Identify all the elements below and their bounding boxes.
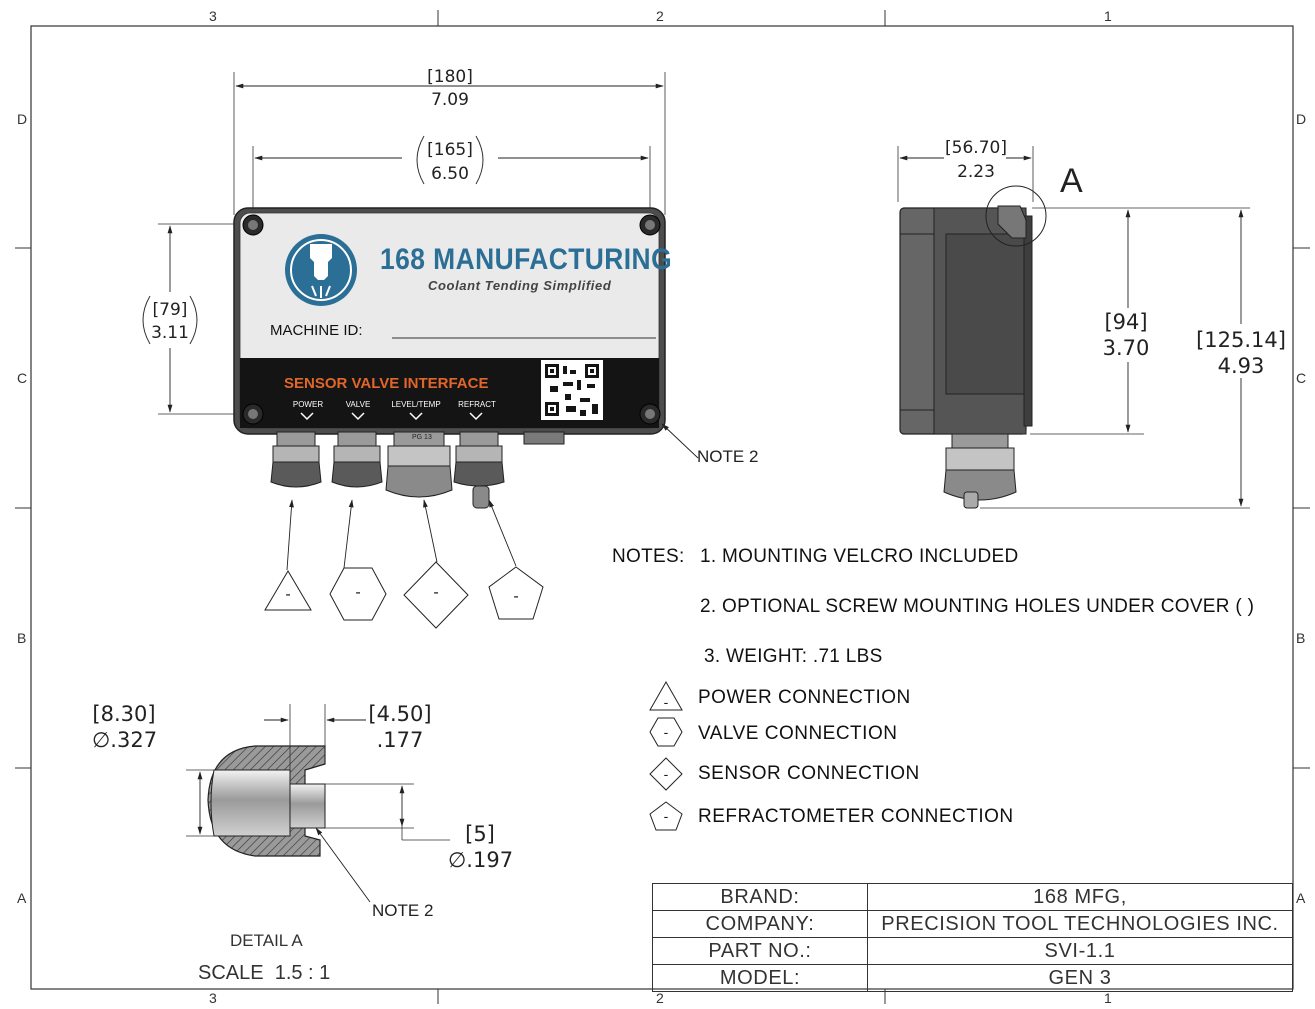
title-block-row: MODEL: GEN 3 (652, 964, 1293, 992)
legend-triangle-text: - (663, 694, 669, 710)
zone-top-2: 2 (656, 8, 664, 24)
port-symbol-refract-text: - (513, 588, 519, 605)
side-body-height-mm: [94] (1104, 310, 1148, 334)
machine-id-label: MACHINE ID: (270, 322, 363, 339)
detail-depth-in: .177 (376, 728, 424, 752)
notes-heading: NOTES: (612, 546, 685, 567)
legend-valve-label: VALVE CONNECTION (698, 723, 898, 744)
zone-right-b: B (1296, 630, 1306, 646)
zone-left-a: A (17, 890, 27, 906)
port-label-valve: VALVE (345, 400, 371, 409)
title-block-row: BRAND: 168 MFG, (652, 883, 1293, 911)
legend-triangle-icon (649, 680, 683, 711)
zone-left-d: D (17, 111, 28, 127)
brand-tagline: Coolant Tending Simplified (428, 278, 612, 293)
title-block-label: MODEL: (652, 964, 868, 992)
note-3: 3. WEIGHT: .71 LBS (704, 646, 883, 667)
port-symbol-power-text: - (285, 586, 291, 603)
legend-diamond-text: - (663, 766, 669, 782)
zone-bottom-3: 3 (209, 990, 217, 1006)
detail-depth-mm: [4.50] (368, 702, 432, 726)
side-depth-mm: [56.70] (945, 138, 1007, 158)
port-label-power: POWER (292, 400, 324, 409)
legend-power-label: POWER CONNECTION (698, 687, 911, 708)
zone-right-c: C (1296, 370, 1307, 386)
title-block-value: GEN 3 (867, 964, 1293, 992)
port-symbol-sensor-text: - (433, 584, 439, 601)
legend-hexagon-icon (649, 717, 683, 747)
side-total-height-in: 4.93 (1217, 354, 1265, 378)
product-name: SENSOR VALVE INTERFACE (284, 375, 489, 392)
port-label-refract: REFRACT (458, 400, 496, 409)
detail-scale: SCALE 1.5 : 1 (198, 962, 331, 984)
title-block-value: SVI-1.1 (867, 937, 1293, 965)
side-depth-in: 2.23 (957, 162, 995, 182)
zone-right-d: D (1296, 111, 1307, 127)
overall-width-in: 7.09 (431, 90, 469, 110)
hole-height-mm: [79] (152, 300, 188, 320)
detail-a-view (186, 704, 450, 903)
gland-marking: PG 13 (412, 434, 432, 441)
detail-hole-mm: [5] (465, 822, 495, 846)
zone-left-c: C (17, 370, 28, 386)
detail-a-marker: A (1060, 162, 1083, 200)
title-block-value: 168 MFG, (867, 883, 1293, 911)
brand-name: 168 MANUFACTURING (380, 243, 673, 276)
legend-pentagon-text: - (663, 808, 669, 824)
detail-title: DETAIL A (230, 931, 303, 950)
legend-pentagon-icon (649, 801, 683, 831)
zone-top-3: 3 (209, 8, 217, 24)
detail-counterbore-mm: [8.30] (92, 702, 156, 726)
title-block-label: BRAND: (652, 883, 868, 911)
detail-counterbore-in: ∅.327 (92, 728, 158, 752)
hole-height-in: 3.11 (151, 323, 189, 343)
zone-left-b: B (17, 630, 27, 646)
side-total-height-mm: [125.14] (1196, 328, 1286, 352)
legend-sensor-label: SENSOR CONNECTION (698, 763, 920, 784)
port-label-level-temp: LEVEL/TEMP (391, 400, 441, 409)
front-view (142, 72, 699, 629)
side-view (897, 146, 1250, 509)
title-block-row: COMPANY: PRECISION TOOL TECHNOLOGIES INC… (652, 910, 1293, 938)
overall-width-mm: [180] (427, 67, 473, 87)
hole-spacing-mm: [165] (427, 140, 473, 160)
legend-refractometer-label: REFRACTOMETER CONNECTION (698, 806, 1014, 827)
side-body-height-in: 3.70 (1102, 336, 1150, 360)
note-1: 1. MOUNTING VELCRO INCLUDED (700, 546, 1019, 567)
legend-hexagon-text: - (663, 724, 669, 740)
hole-spacing-in: 6.50 (431, 164, 469, 184)
title-block-row: PART NO.: SVI-1.1 (652, 937, 1293, 965)
title-block: BRAND: 168 MFG, COMPANY: PRECISION TOOL … (652, 883, 1293, 992)
detail-hole-in: ∅.197 (448, 848, 514, 872)
zone-bottom-2: 2 (656, 990, 664, 1006)
note-2: 2. OPTIONAL SCREW MOUNTING HOLES UNDER C… (700, 596, 1255, 617)
port-symbol-valve-text: - (355, 584, 361, 601)
zone-right-a: A (1296, 890, 1306, 906)
detail-note-callout: NOTE 2 (372, 901, 434, 920)
title-block-value: PRECISION TOOL TECHNOLOGIES INC. (867, 910, 1293, 938)
title-block-label: PART NO.: (652, 937, 868, 965)
zone-bottom-1: 1 (1104, 990, 1112, 1006)
legend-diamond-icon (649, 757, 683, 791)
front-note-callout: NOTE 2 (697, 447, 759, 466)
title-block-label: COMPANY: (652, 910, 868, 938)
legend-symbols (649, 680, 683, 831)
zone-top-1: 1 (1104, 8, 1112, 24)
